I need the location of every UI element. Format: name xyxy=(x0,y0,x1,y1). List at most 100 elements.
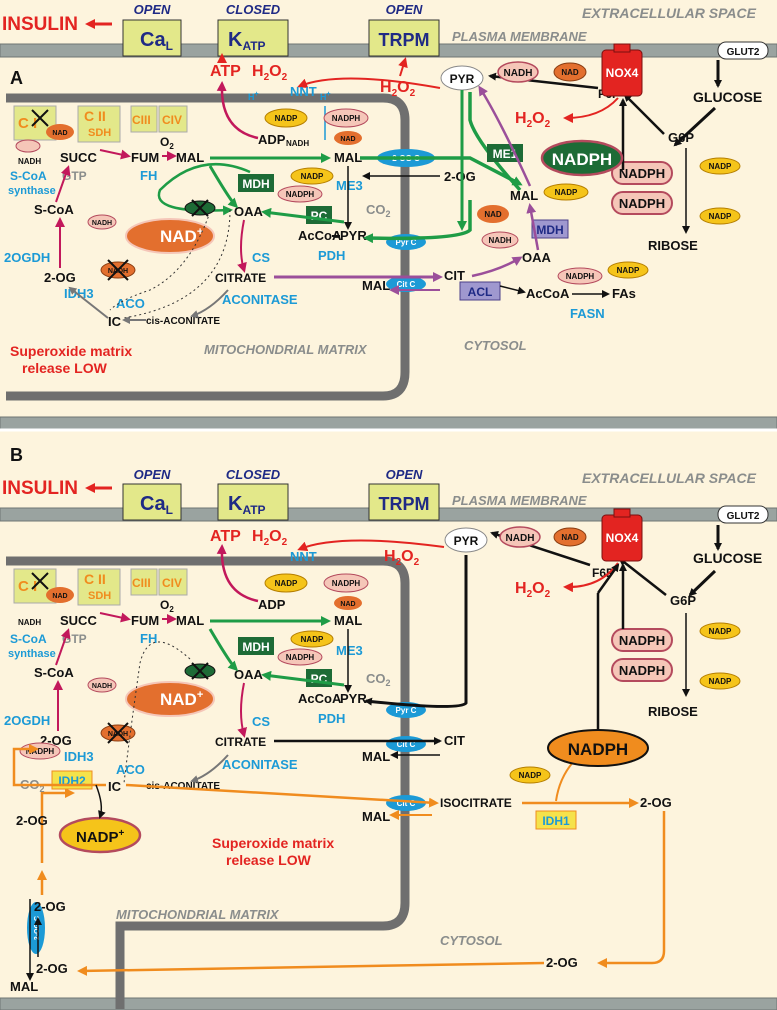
ogdh-label: 2OGDH xyxy=(4,250,50,265)
insulin-label-b: INSULIN xyxy=(2,478,78,499)
mal-to-oaa-b xyxy=(208,628,239,672)
two-og-carrier-b xyxy=(27,902,45,954)
acoa-to-citrate-arrow xyxy=(237,219,247,273)
nadph-ppp-1 xyxy=(611,161,673,185)
complex-1-label: C I xyxy=(18,115,37,132)
plasma-membrane-label-b: PLASMA MEMBRANE xyxy=(452,493,587,508)
aco-b: ACO xyxy=(116,762,145,777)
complex-3 xyxy=(130,105,158,133)
aco-label: ACO xyxy=(116,296,145,311)
cal-state-b: OPEN xyxy=(134,467,171,482)
mal-out-green xyxy=(360,156,523,186)
two-og-mid: 2-OG xyxy=(34,899,66,914)
idh3-blocked xyxy=(107,259,129,281)
cal-state: OPEN xyxy=(134,2,171,17)
pyr-return-green xyxy=(366,92,522,238)
ogdh-b: 2OGDH xyxy=(4,713,50,728)
ic-b: IC xyxy=(108,779,122,794)
nad-nnt-b xyxy=(334,596,362,610)
nadp-ppp-2-b-label: NADP xyxy=(709,677,732,686)
cal-label: CaL xyxy=(140,29,173,53)
co2-me3-b: CO2 xyxy=(366,671,391,688)
complex-1-blocked xyxy=(31,109,49,127)
bottom-membrane xyxy=(0,416,777,430)
idh2-to-nadp xyxy=(95,784,106,819)
two-og-idh1: 2-OG xyxy=(640,795,672,810)
pyr-carrier-label: Pyr C xyxy=(396,238,417,247)
acl-enzyme xyxy=(459,281,501,301)
mdh-b-label: MDH xyxy=(242,640,269,654)
nadh-c1-label: NADH xyxy=(18,157,41,166)
nadph-fasn xyxy=(557,267,603,285)
cis-aconitate-label: cis-ACONITATE xyxy=(146,316,220,327)
nad-mdh-cyto-label: NAD xyxy=(484,210,502,219)
nadh-mdh-cyto xyxy=(481,231,519,249)
nadh-ogdh-b-label: NADH xyxy=(92,683,112,690)
acoa-cyto: AcCoA xyxy=(526,286,570,301)
nadph-me3-label: NADPH xyxy=(286,190,315,199)
pyr-cytosol-b-label: PYR xyxy=(454,534,479,548)
nadph-nnt-b xyxy=(323,573,369,593)
acoa-to-citrate-b xyxy=(237,682,247,738)
panel-label: A xyxy=(10,68,23,88)
scoa-synthase-2-b: synthase xyxy=(8,648,56,660)
trpm-channel-b xyxy=(368,483,440,521)
mdh-label: MDH xyxy=(242,177,269,191)
complex-3-label: CIII xyxy=(132,113,151,127)
fas-label: FAs xyxy=(612,286,636,301)
katp-channel xyxy=(217,19,289,57)
succ-to-fum-b xyxy=(99,612,131,623)
complex-2-label: C II xyxy=(84,108,106,124)
citrate-to-cis-b xyxy=(190,754,229,783)
nadh-c1 xyxy=(15,139,41,153)
panel-b: B INSULIN OPEN CaL CLOSED KATP OPEN TRPM… xyxy=(0,428,777,1010)
two-og-mito: 2-OG xyxy=(44,270,76,285)
nadh-cytosol-b-label: NADH xyxy=(506,533,535,544)
nadp-ppp-1-b xyxy=(699,622,741,640)
pyr-carrier-b-label: Pyr C xyxy=(396,706,417,715)
mdh-enzyme xyxy=(238,174,274,192)
nadp-ppp-1-label: NADP xyxy=(709,162,732,171)
complex-1-b-blocked xyxy=(31,572,49,590)
mal-cyto: MAL xyxy=(510,188,538,203)
o2-label: O2 xyxy=(160,135,174,151)
nadh-nnt: NADH xyxy=(286,139,309,148)
mal-exchange: MAL xyxy=(362,278,390,293)
nad-c1-b xyxy=(46,587,74,603)
adp-b: ADP xyxy=(258,597,286,612)
ribose-label: RIBOSE xyxy=(648,238,698,253)
nadp-fasn xyxy=(607,261,649,279)
cal-channel-b xyxy=(122,483,182,521)
trpm-label-b: TRPM xyxy=(379,494,430,514)
ic-to-isocitrate xyxy=(125,783,439,808)
oaa-mito: OAA xyxy=(234,204,264,219)
pyr-to-oaa-arrow xyxy=(261,207,345,224)
glut2-label: GLUT2 xyxy=(727,47,760,58)
nadph-ppp-2-label: NADPH xyxy=(619,196,665,211)
nadh-mdh-blocked xyxy=(191,199,209,217)
h2o2-to-katp-b xyxy=(297,539,445,552)
nad-mdh-cyto xyxy=(477,205,509,223)
superoxide-b-2: release LOW xyxy=(226,852,312,868)
me1-enzyme xyxy=(487,144,523,162)
pyr-cytosol-b xyxy=(444,527,488,553)
nad-large-b xyxy=(125,681,215,717)
nadp-ppp-1-b-label: NADP xyxy=(709,627,732,636)
mal-exchange-b2: MAL xyxy=(362,809,390,824)
nad-large xyxy=(125,218,215,254)
nad-large-b-label: NAD+ xyxy=(160,689,203,709)
oaa-to-mal-cyto xyxy=(526,203,540,251)
complex-4-label: CIV xyxy=(162,113,182,127)
cit-carrier-label: Cit C xyxy=(397,280,416,289)
glut2-transporter xyxy=(717,41,769,60)
complex-2-b xyxy=(77,568,121,606)
nad-nnt-b-label: NAD xyxy=(340,601,355,608)
mitochondrion-outline-b xyxy=(6,556,410,1009)
mal-mito-b: MAL xyxy=(176,613,204,628)
aconitase-label: ACONITASE xyxy=(222,292,298,307)
nadph-me1-label: NADPH xyxy=(552,150,612,169)
mal-mito-2: MAL xyxy=(334,150,362,165)
ic-to-og-b xyxy=(12,744,106,787)
complex-4-b-label: CIV xyxy=(162,576,182,590)
